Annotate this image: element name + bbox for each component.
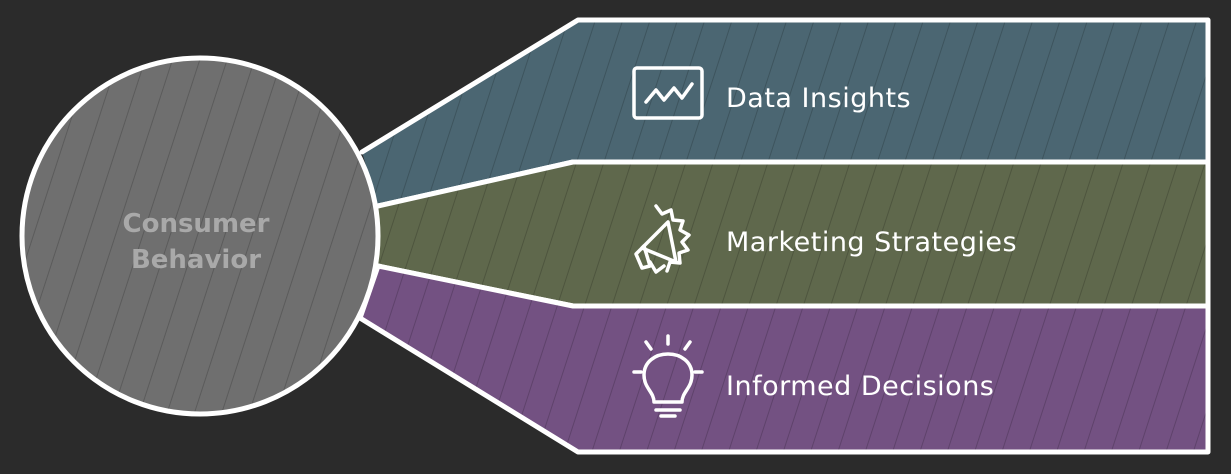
band-informed-decisions bbox=[357, 263, 1211, 455]
lightbulb-icon bbox=[632, 334, 704, 418]
band-marketing-strategies bbox=[375, 159, 1211, 309]
megaphone-icon bbox=[634, 204, 691, 274]
line-chart-icon bbox=[632, 66, 704, 120]
center-label-line1: Consumer bbox=[123, 209, 270, 239]
band-label-data-insights: Data Insights bbox=[726, 83, 911, 114]
center-circle-outline bbox=[19, 55, 381, 417]
center-node: Consumer Behavior bbox=[19, 55, 381, 417]
center-label-line2: Behavior bbox=[131, 245, 261, 275]
band-label-marketing-strategies: Marketing Strategies bbox=[726, 227, 1017, 258]
band-marketing-strategies-texture bbox=[378, 162, 1208, 306]
band-informed-decisions-texture bbox=[360, 266, 1208, 452]
band-label-informed-decisions: Informed Decisions bbox=[726, 371, 994, 402]
center-circle-texture bbox=[22, 58, 378, 414]
